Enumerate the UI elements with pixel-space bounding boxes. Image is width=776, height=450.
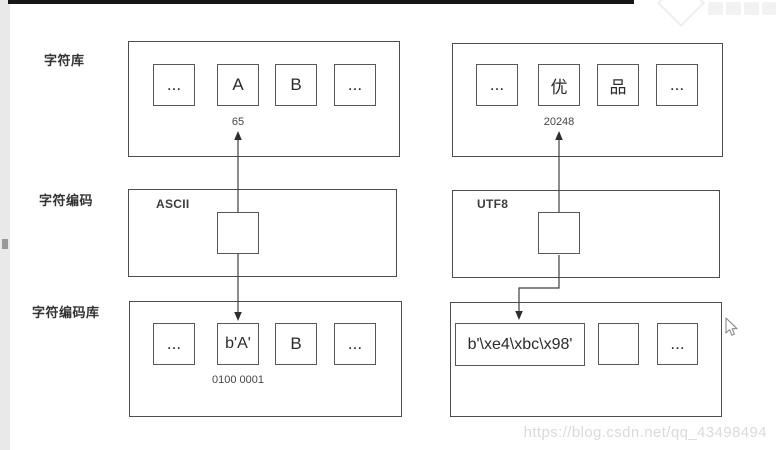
ascii-code-point: 65 — [231, 116, 245, 128]
utf8-charset-cell-ellipsis: ... — [476, 64, 518, 106]
ascii-bytes-cell-ellipsis: ... — [153, 323, 195, 365]
utf8-bytes-cell-empty — [598, 323, 639, 365]
ascii-encoder-cell — [217, 212, 259, 254]
watermark-logo-icon — [656, 0, 706, 28]
utf8-encoder-cell — [538, 212, 580, 254]
blog-url-watermark: https://blog.csdn.net/qq_43498494 — [523, 424, 767, 441]
watermark-text-fragment — [744, 2, 759, 15]
watermark-text-fragment — [762, 2, 776, 15]
utf8-charset-cell-you: 优 — [538, 64, 580, 106]
ascii-charset-cell-B: B — [275, 64, 317, 106]
ascii-bytes-cell-bA: b'A' — [217, 323, 259, 365]
top-bar — [8, 0, 634, 4]
ascii-encoding-name: ASCII — [156, 197, 190, 211]
utf8-encoding-name: UTF8 — [477, 197, 509, 211]
ascii-charset-cell-A: A — [217, 64, 259, 106]
utf8-code-point: 20248 — [543, 116, 575, 128]
ascii-binary-value: 0100 0001 — [212, 374, 264, 386]
scrollbar-thumb[interactable] — [2, 239, 8, 249]
row-label-encoding: 字符编码 — [39, 193, 94, 208]
row-label-encoded-bytes: 字符编码库 — [32, 305, 100, 320]
row-label-charset: 字符库 — [44, 53, 85, 68]
ascii-charset-cell-ellipsis: ... — [153, 64, 195, 106]
ascii-bytes-cell-B: B — [275, 323, 317, 365]
utf8-charset-cell-pin: 品 — [597, 64, 639, 106]
utf8-bytes-cell-ellipsis: ... — [657, 323, 698, 365]
left-scrollbar-gutter[interactable] — [0, 0, 10, 450]
ascii-encoding-box — [128, 189, 397, 277]
watermark-text-fragment — [726, 2, 741, 15]
ascii-bytes-cell-ellipsis: ... — [334, 323, 376, 365]
ascii-charset-cell-ellipsis: ... — [334, 64, 376, 106]
utf8-bytes-literal-cell: b'\xe4\xbc\x98' — [455, 323, 585, 366]
utf8-encoding-box — [452, 190, 720, 278]
utf8-charset-cell-ellipsis: ... — [656, 64, 698, 106]
watermark-text-fragment — [708, 2, 723, 15]
mouse-cursor-icon — [725, 317, 738, 336]
